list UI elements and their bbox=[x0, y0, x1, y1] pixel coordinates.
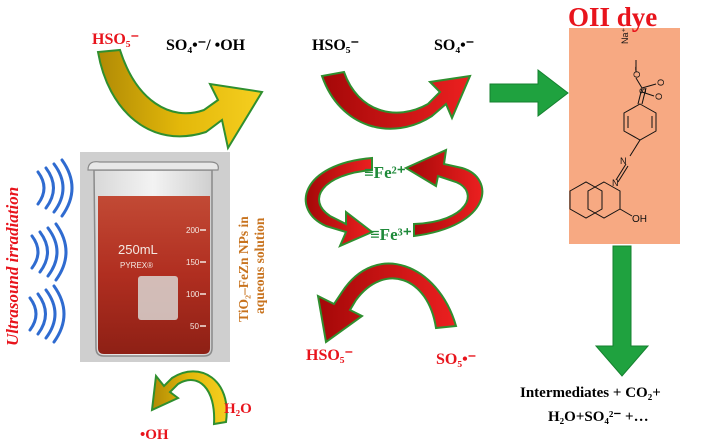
beaker-scale-mark: 200 bbox=[186, 226, 200, 235]
dye-title: OII dye bbox=[568, 2, 658, 32]
beaker-brand-label: PYREX® bbox=[120, 261, 153, 270]
curved-arrow-top-mid bbox=[320, 70, 472, 130]
beaker-scale-mark: 100 bbox=[186, 290, 200, 299]
fe-cycle-arrows bbox=[304, 148, 484, 248]
so4-top-mid-label: SO₄•⁻ bbox=[434, 37, 475, 54]
molecule-atom-na: Na⁺ bbox=[620, 27, 630, 44]
products-line2: H₂O+SO₄²⁻ +… bbox=[548, 409, 649, 425]
beaker-volume-label: 250mL bbox=[118, 242, 158, 257]
curved-arrow-water bbox=[150, 370, 228, 426]
molecule-atom-s: S bbox=[638, 88, 648, 94]
oh-bottom-label: •OH bbox=[140, 427, 169, 443]
molecule-atom-o: O bbox=[656, 79, 666, 86]
curved-arrow-top-left bbox=[96, 48, 264, 151]
dye-molecule-structure bbox=[569, 60, 657, 219]
molecule-atom-n: N bbox=[620, 156, 627, 166]
products-line1: Intermediates + CO₂+ bbox=[520, 385, 661, 401]
arrow-to-dye bbox=[489, 68, 569, 118]
hso5-bottom-label: HSO₅⁻ bbox=[306, 347, 354, 364]
fe3-label: ≡Fe³⁺ bbox=[370, 225, 412, 244]
ultrasound-label: Ultrasound irradiation bbox=[3, 187, 22, 346]
nps-label-line2: aqueous solution bbox=[252, 217, 267, 314]
arrow-to-products bbox=[594, 245, 650, 377]
fe2-label: ≡Fe²⁺ bbox=[364, 163, 406, 182]
curved-arrow-bottom bbox=[316, 262, 458, 344]
beaker-scale-mark: 50 bbox=[190, 322, 199, 331]
nps-label-line1: TiO₂–FeZn NPs in bbox=[236, 216, 251, 322]
molecule-atom-oh: OH bbox=[632, 214, 647, 225]
hso5-top-mid-label: HSO₅⁻ bbox=[312, 37, 360, 54]
h2o-label: H₂O bbox=[224, 401, 252, 417]
ultrasound-waves-icon bbox=[28, 158, 74, 344]
beaker-image bbox=[80, 152, 230, 362]
so4-oh-label: SO₄•⁻/ •OH bbox=[166, 37, 246, 54]
molecule-atom-n: N bbox=[612, 178, 619, 188]
molecule-atom-o: O⁻ bbox=[632, 66, 642, 78]
hso5-top-left-label: HSO₅⁻ bbox=[92, 31, 140, 48]
molecule-atom-o: O bbox=[654, 93, 664, 100]
so5-bottom-label: SO₅•⁻ bbox=[436, 351, 477, 368]
beaker-scale-mark: 150 bbox=[186, 258, 200, 267]
